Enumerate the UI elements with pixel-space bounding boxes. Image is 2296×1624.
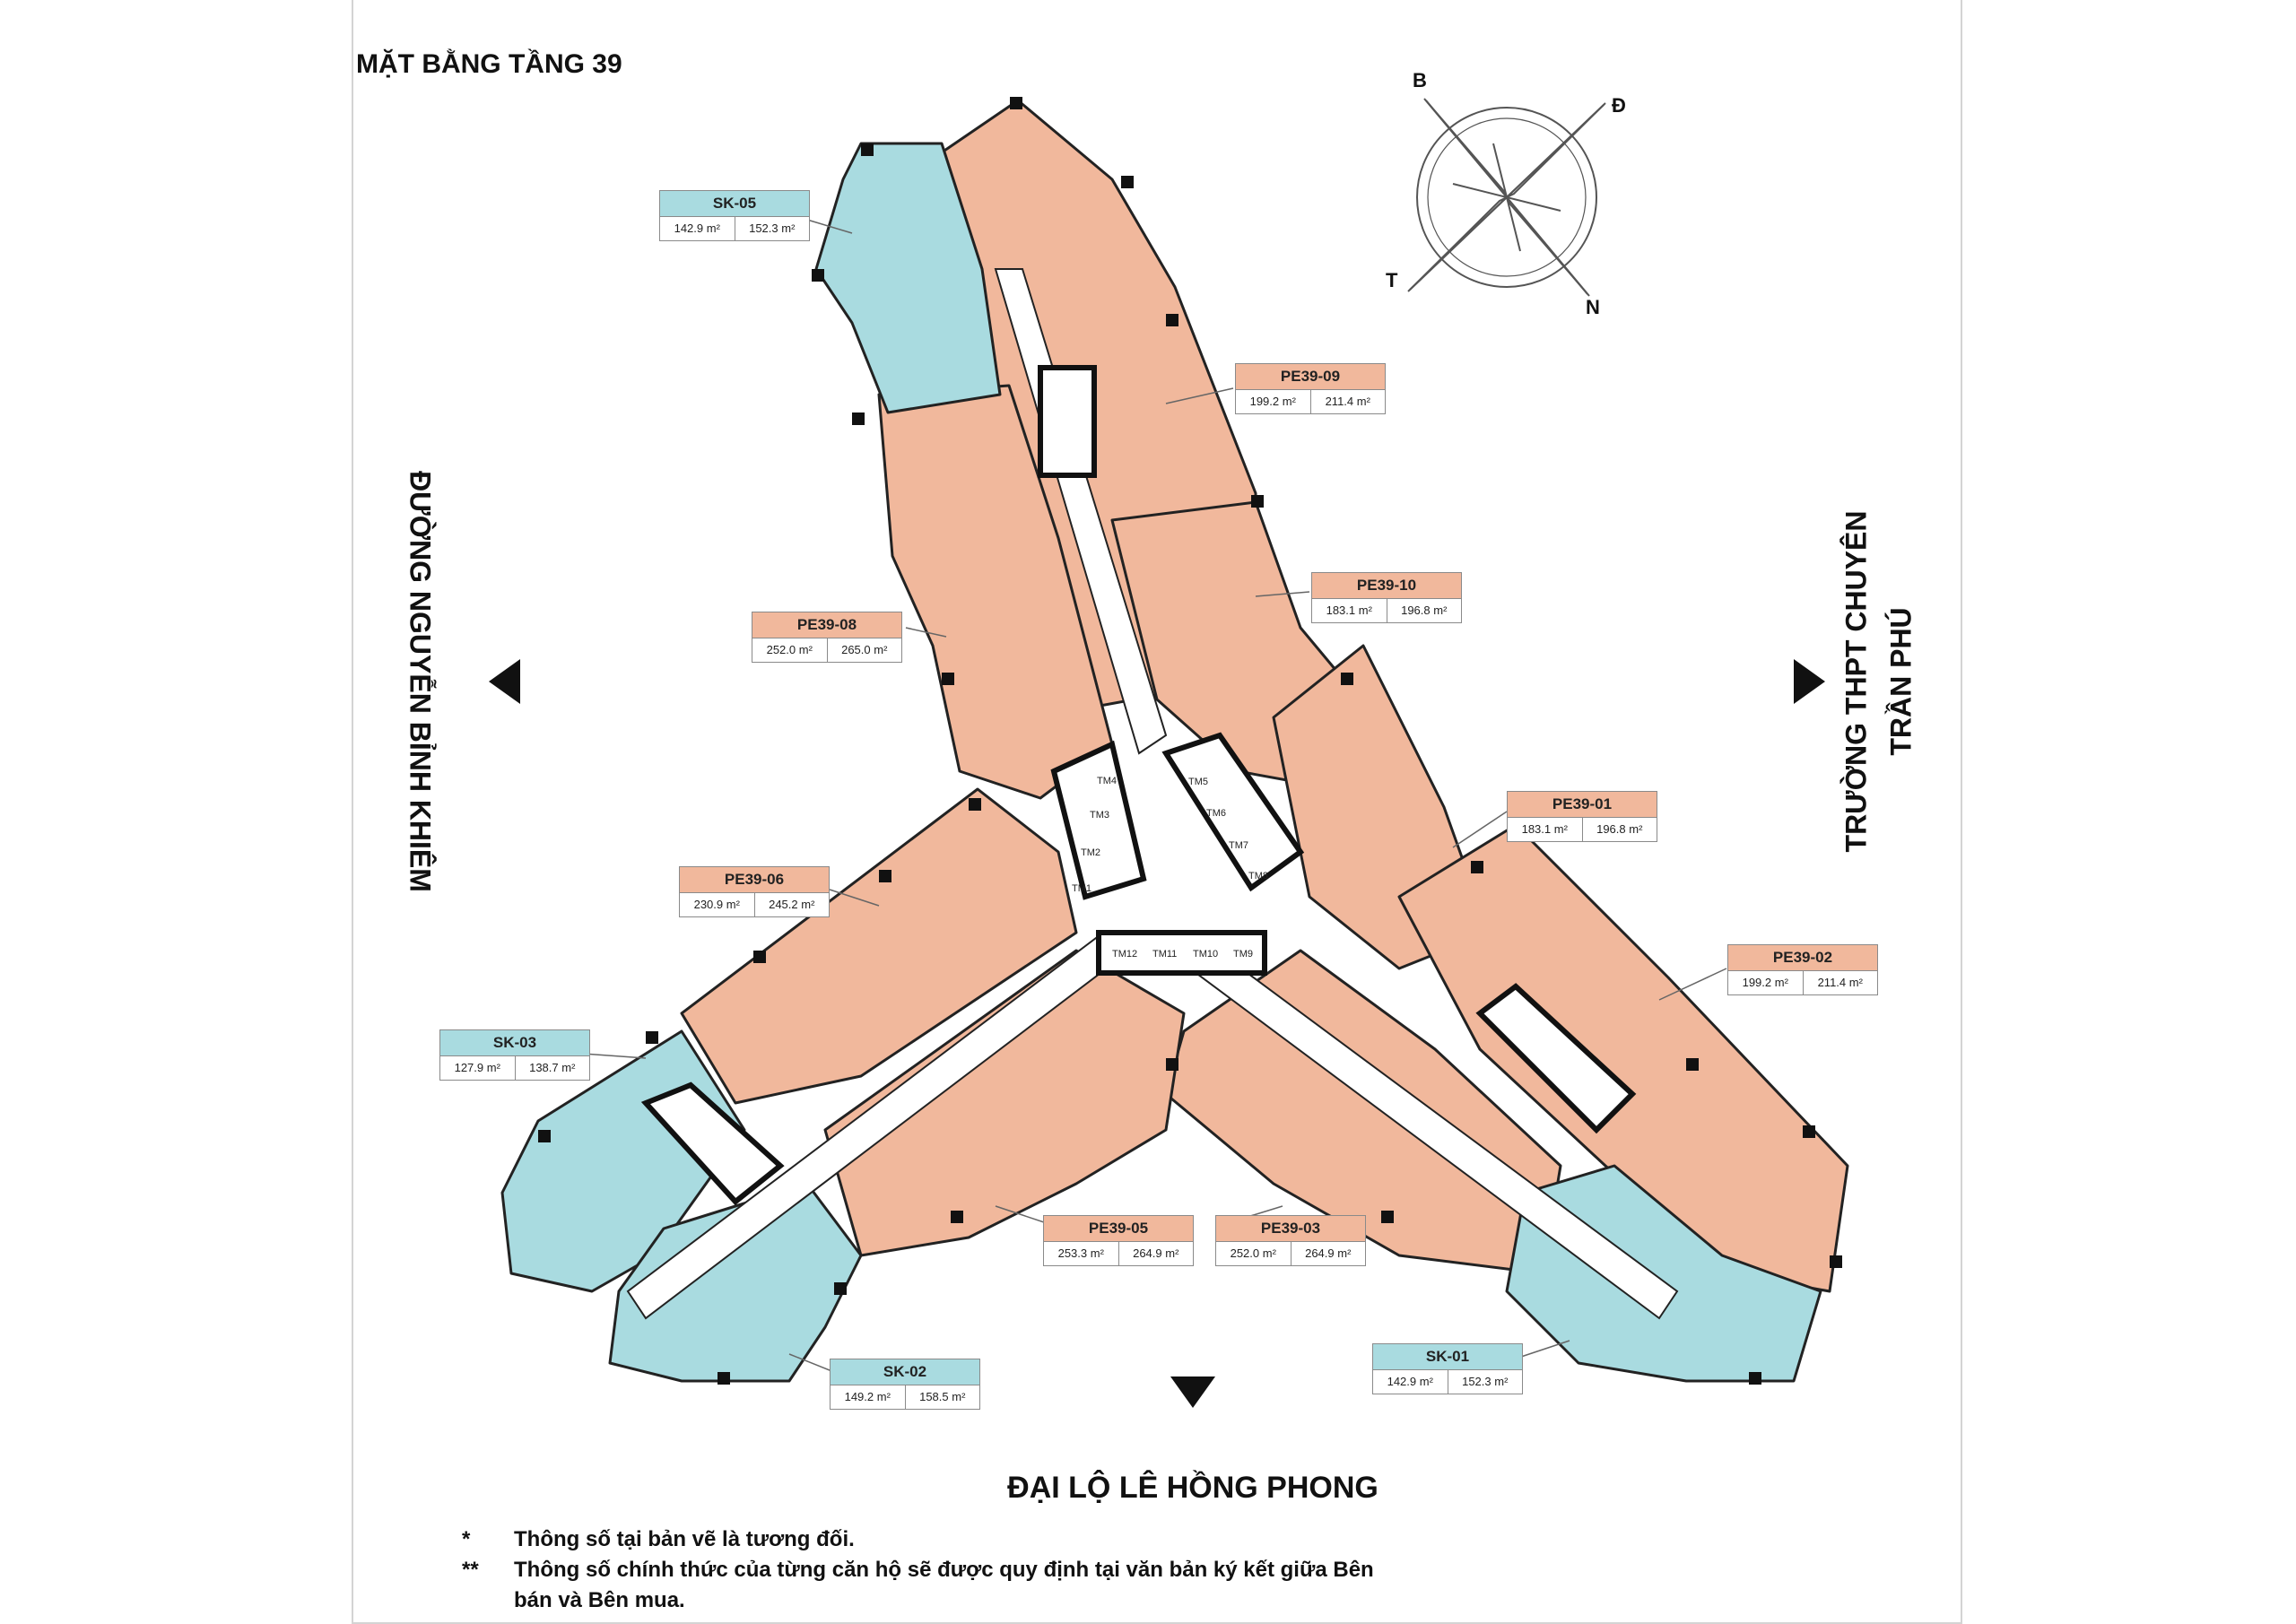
unit-tag-sk-01[interactable]: SK-01 142.9 m² 152.3 m² (1372, 1343, 1523, 1394)
arrow-right (1794, 659, 1825, 704)
street-bottom-label: ĐẠI LỘ LÊ HỒNG PHONG (1007, 1471, 1378, 1505)
street-right-label-line2: TRẦN PHÚ (1884, 607, 1918, 756)
unit-tag-sk-05[interactable]: SK-05 142.9 m² 152.3 m² (659, 190, 810, 241)
unit-tag-pe39-09[interactable]: PE39-09 199.2 m² 211.4 m² (1235, 363, 1386, 414)
elevator-labels: TM4 TM3 TM2 TM1 TM5 TM6 TM7 TM8 TM9 TM10… (1072, 776, 1268, 960)
unit-area-net: 183.1 m² (1326, 604, 1372, 617)
footnote-marker: ** (462, 1558, 479, 1582)
unit-area-net: 127.9 m² (454, 1061, 500, 1074)
elevator-tm4: TM4 (1097, 776, 1117, 786)
unit-id: PE39-06 (680, 867, 829, 893)
unit-tag-pe39-10[interactable]: PE39-10 183.1 m² 196.8 m² (1311, 572, 1462, 623)
unit-area-gross: 152.3 m² (734, 217, 810, 240)
footnotes: * Thông số tại bản vẽ là tương đối. ** Thô… (462, 1524, 1374, 1616)
elevator-tm7: TM7 (1229, 840, 1248, 851)
unit-id: PE39-08 (752, 612, 901, 638)
footnote-row: ** Thông số chính thức của từng căn hộ sẽ… (462, 1555, 1374, 1585)
unit-tag-pe39-01[interactable]: PE39-01 183.1 m² 196.8 m² (1507, 791, 1657, 842)
unit-area-net: 183.1 m² (1521, 822, 1568, 836)
unit-area-sk-02 (608, 1182, 863, 1383)
unit-area-net: 230.9 m² (693, 898, 740, 911)
compass-east: Đ (1612, 94, 1626, 117)
footnote-row: * Thông số tại bản vẽ là tương đối. (462, 1524, 1374, 1555)
unit-area-gross: 211.4 m² (1309, 390, 1386, 413)
street-right-label-line1: TRƯỜNG THPT CHUYÊN (1839, 510, 1873, 853)
unit-id: SK-03 (440, 1030, 589, 1056)
unit-id: PE39-02 (1728, 945, 1877, 971)
unit-tag-pe39-08[interactable]: PE39-08 252.0 m² 265.0 m² (752, 612, 902, 663)
elevator-tm6: TM6 (1206, 808, 1226, 819)
unit-area-net: 149.2 m² (844, 1390, 891, 1403)
arrow-left (489, 659, 520, 704)
unit-tag-pe39-03[interactable]: PE39-03 252.0 m² 264.9 m² (1215, 1215, 1366, 1266)
elevator-tm2: TM2 (1081, 847, 1100, 858)
compass-rose (1407, 98, 1606, 297)
compass-letters: B Đ N T (1386, 69, 1626, 318)
building-shell (500, 99, 1849, 1383)
unit-id: PE39-01 (1508, 792, 1657, 818)
elevator-tm9: TM9 (1233, 949, 1253, 960)
unit-area-gross: 245.2 m² (753, 893, 830, 916)
unit-id: SK-01 (1373, 1344, 1522, 1370)
unit-area-net: 142.9 m² (1387, 1375, 1433, 1388)
unit-tag-pe39-05[interactable]: PE39-05 253.3 m² 264.9 m² (1043, 1215, 1194, 1266)
unit-tag-sk-03[interactable]: SK-03 127.9 m² 138.7 m² (439, 1029, 590, 1081)
unit-area-net: 253.3 m² (1057, 1246, 1104, 1260)
unit-area-gross: 196.8 m² (1386, 599, 1462, 622)
structural-columns (538, 97, 1842, 1385)
elevator-tm3: TM3 (1090, 810, 1109, 821)
unit-id: SK-05 (660, 191, 809, 217)
unit-area-net: 252.0 m² (766, 643, 813, 656)
elevator-tm10: TM10 (1193, 949, 1218, 960)
footnote-marker: * (462, 1527, 471, 1551)
unit-area-net: 199.2 m² (1249, 395, 1296, 408)
unit-area-gross: 264.9 m² (1118, 1242, 1194, 1265)
compass-north: B (1413, 69, 1427, 91)
unit-area-gross: 138.7 m² (514, 1056, 590, 1080)
unit-area-net: 252.0 m² (1230, 1246, 1276, 1260)
unit-area-gross: 264.9 m² (1290, 1242, 1366, 1265)
unit-area-sk-05 (814, 142, 1002, 414)
unit-area-sk-01 (1505, 1164, 1822, 1383)
unit-area-pe39-02 (1397, 823, 1849, 1293)
unit-id: PE39-05 (1044, 1216, 1193, 1242)
elevator-tm12: TM12 (1112, 949, 1137, 960)
unit-area-pe39-06 (680, 787, 1078, 1105)
unit-area-pe39-08 (877, 384, 1114, 800)
page-title: MẶT BẰNG TẦNG 39 (356, 49, 622, 79)
unit-tag-sk-02[interactable]: SK-02 149.2 m² 158.5 m² (830, 1359, 980, 1410)
footnote-marker (462, 1585, 514, 1616)
elevator-tm8: TM8 (1248, 871, 1268, 881)
unit-id: PE39-10 (1312, 573, 1461, 599)
footnote-text: bán và Bên mua. (514, 1588, 685, 1612)
unit-id: SK-02 (831, 1359, 979, 1385)
arrow-down (1170, 1376, 1215, 1408)
compass-south: N (1586, 296, 1600, 318)
unit-area-gross: 152.3 m² (1447, 1370, 1523, 1394)
footnote-row: bán và Bên mua. (462, 1585, 1374, 1616)
unit-area-gross: 211.4 m² (1802, 971, 1878, 994)
core-blocks (640, 365, 1637, 1206)
unit-id: PE39-09 (1236, 364, 1385, 390)
unit-id: PE39-03 (1216, 1216, 1365, 1242)
elevator-tm11: TM11 (1152, 949, 1177, 960)
elevator-tm5: TM5 (1188, 777, 1208, 787)
unit-area-net: 142.9 m² (674, 221, 720, 235)
unit-area-net: 199.2 m² (1742, 976, 1788, 989)
compass-west: T (1386, 269, 1398, 291)
footnote-text: Thông số chính thức của từng căn hộ sẽ đ… (514, 1558, 1374, 1582)
unit-area-gross: 196.8 m² (1581, 818, 1657, 841)
street-left-label: ĐƯỜNG NGUYỄN BỈNH KHIÊM (404, 471, 437, 892)
footnote-text: Thông số tại bản vẽ là tương đối. (514, 1527, 855, 1551)
unit-area-gross: 265.0 m² (826, 638, 902, 662)
unit-tag-pe39-02[interactable]: PE39-02 199.2 m² 211.4 m² (1727, 944, 1878, 995)
unit-area-gross: 158.5 m² (904, 1385, 980, 1409)
elevator-tm1: TM1 (1072, 883, 1091, 894)
unit-tag-pe39-06[interactable]: PE39-06 230.9 m² 245.2 m² (679, 866, 830, 917)
